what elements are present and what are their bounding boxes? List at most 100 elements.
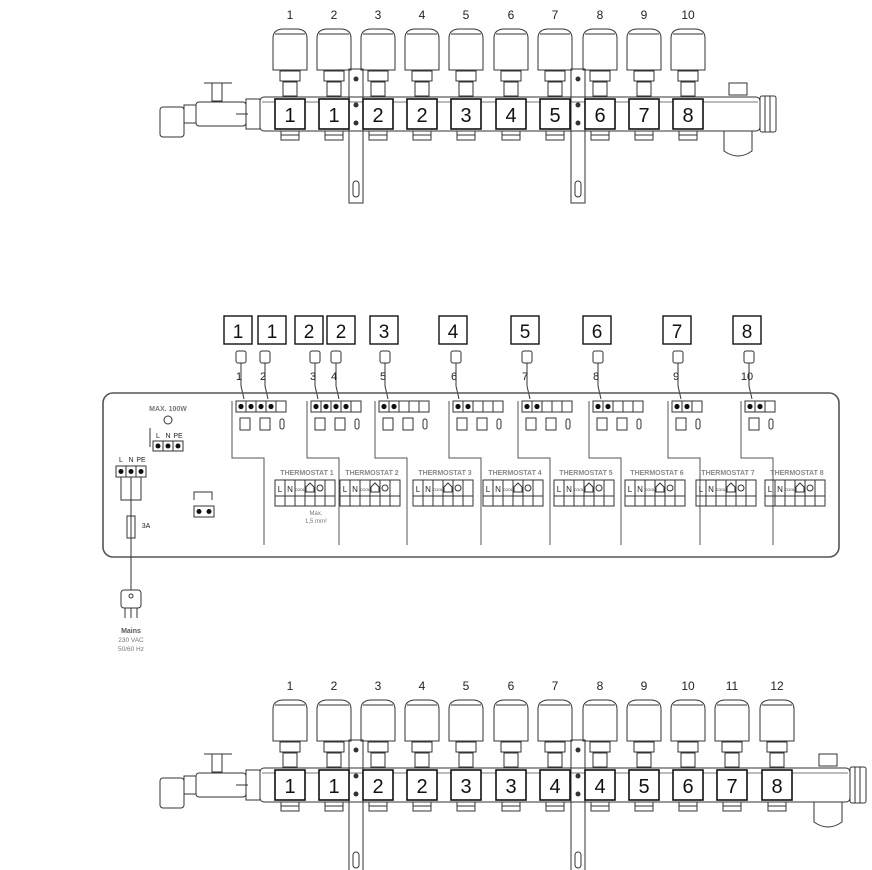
bracket-screw — [575, 747, 581, 753]
zone-indicators — [239, 417, 285, 431]
terminal-cool: COOL — [716, 488, 726, 492]
end-cap — [813, 753, 867, 828]
zone-box-frame — [761, 769, 793, 801]
drain-valve — [723, 130, 753, 157]
zone-label: 6 — [592, 322, 603, 343]
zone-label: 1 — [328, 105, 339, 127]
actuator-collar — [500, 70, 522, 82]
actuator-valve — [592, 752, 608, 768]
terminal-screw — [757, 403, 763, 410]
actuator-valve — [282, 752, 298, 768]
actuator-valve — [680, 752, 696, 768]
terminal-screw — [238, 403, 244, 410]
thermostat-label: THERMOSTAT 4 — [488, 470, 542, 477]
terminal-N: N — [287, 485, 293, 494]
actuator-number: 12 — [770, 679, 784, 693]
actuator-body — [759, 699, 795, 742]
actuator-plug: 1 — [235, 350, 247, 400]
fuse-label: 3A — [142, 523, 151, 530]
terminal-cell — [350, 400, 362, 413]
zone-led — [525, 417, 537, 431]
actuator-collar — [721, 741, 743, 753]
actuator-body — [626, 28, 662, 71]
actuator-collar — [544, 741, 566, 753]
actuator-collar — [323, 70, 345, 82]
sun-icon — [316, 484, 324, 492]
zone-switch — [422, 418, 428, 430]
mains-terminal-label: PE — [136, 457, 146, 464]
thermostat-terminal-cell — [745, 479, 757, 497]
actuator-number: 8 — [593, 371, 599, 383]
zone-label: 2 — [336, 322, 347, 343]
zone-label: 1 — [284, 776, 295, 798]
thermostat-terminal-cell — [389, 479, 401, 497]
terminal-cell — [561, 400, 573, 413]
zone-box-frame — [318, 769, 350, 801]
terminal-screw — [674, 403, 680, 410]
zone-label: 5 — [638, 776, 649, 798]
bracket-screw — [575, 120, 581, 126]
air-vent — [818, 753, 838, 767]
actuator-collar — [633, 70, 655, 82]
plug-head — [259, 350, 271, 364]
zone-label: 3 — [460, 776, 471, 798]
plug-head — [743, 350, 755, 364]
terminal-screw — [196, 509, 202, 514]
actuator-body — [582, 699, 618, 742]
zone-label: 3 — [379, 322, 390, 343]
actuator-plug: 4 — [330, 350, 342, 400]
actuator-number: 1 — [287, 679, 294, 693]
thermostat-terminal-cell — [324, 479, 336, 497]
terminal-L: L — [416, 485, 421, 494]
section-divider — [667, 401, 701, 545]
terminal-cool: COOL — [295, 488, 305, 492]
controller-panel — [102, 392, 840, 558]
actuator-head — [714, 699, 750, 812]
zone-box-frame — [628, 769, 660, 801]
actuator-valve — [282, 81, 298, 97]
actuator-terminal-block — [235, 400, 287, 413]
actuator-collar — [455, 741, 477, 753]
zone-box-frame — [274, 769, 306, 801]
terminal-cell — [632, 400, 644, 413]
actuator-valve — [769, 752, 785, 768]
actuator-number: 2 — [260, 371, 266, 383]
bracket-screw — [353, 120, 359, 126]
zone-label: 2 — [304, 322, 315, 343]
actuator-terminal-block — [310, 400, 362, 413]
actuator-number: 4 — [419, 679, 426, 693]
terminal-L: L — [557, 485, 562, 494]
mounting-bracket — [570, 68, 586, 204]
actuator-head — [493, 28, 529, 141]
actuator-valve — [326, 752, 342, 768]
zone-led — [748, 417, 760, 431]
terminal-screw — [534, 403, 540, 410]
bracket-slot — [574, 180, 582, 198]
zone-box: 6 — [584, 98, 616, 130]
actuator-collar — [633, 741, 655, 753]
zone-box: 3 — [450, 98, 482, 130]
zone-box: 3 — [495, 769, 527, 801]
zone-box-frame — [510, 315, 540, 345]
terminal-N: N — [495, 485, 501, 494]
actuator-number: 11 — [726, 679, 739, 693]
actuator-body — [360, 699, 396, 742]
actuator-body — [448, 699, 484, 742]
terminal-N: N — [352, 485, 358, 494]
terminal-cell — [482, 400, 494, 413]
zone-indicators — [314, 417, 360, 431]
terminal-screw — [323, 403, 329, 410]
actuator-valve — [547, 752, 563, 768]
bracket-screw — [353, 102, 359, 108]
actuator-valve — [458, 81, 474, 97]
actuator-valve — [724, 752, 740, 768]
controller-zone-box: 4 — [438, 315, 468, 345]
end-nut — [759, 95, 777, 133]
actuator-valve — [503, 81, 519, 97]
actuator-number: 4 — [419, 8, 426, 22]
thermostat-label: THERMOSTAT 1 — [280, 470, 334, 477]
zone-box-frame — [223, 315, 253, 345]
